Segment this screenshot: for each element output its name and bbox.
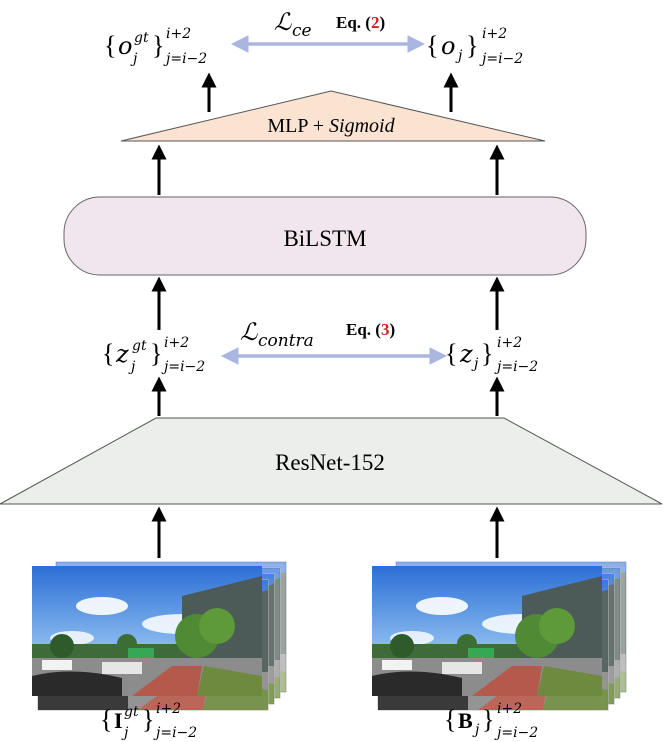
set-lower-limit: j=i−2	[153, 725, 197, 741]
brace-open: {	[426, 31, 438, 60]
set-subscript: j	[455, 48, 463, 64]
brace-open: {	[102, 339, 114, 368]
brace-open: {	[100, 705, 112, 734]
set-upper-limit: i+2	[482, 26, 507, 42]
set-variable: z	[115, 340, 129, 368]
set-lower-limit: j=i−2	[163, 51, 207, 67]
set-superscript: gt	[124, 704, 139, 720]
set-superscript: gt	[134, 30, 149, 46]
bilstm-box	[63, 196, 587, 276]
brace-close: }	[142, 705, 154, 734]
set-upper-limit: i+2	[497, 335, 522, 351]
set-variable: z	[459, 340, 473, 368]
right-image-stack	[372, 561, 627, 711]
right-street-image	[372, 566, 602, 696]
left-street-image	[32, 566, 262, 696]
set-subscript: j	[130, 51, 138, 67]
brace-open: {	[444, 705, 456, 734]
set-lower-limit: j=i−2	[161, 359, 205, 375]
set-upper-limit: i+2	[156, 701, 181, 717]
resnet-trapezoid	[0, 417, 663, 505]
top-left-output-set: { o gt j } i+2 j=i−2	[104, 26, 207, 67]
brace-close: }	[466, 31, 478, 60]
set-subscript: j	[472, 722, 480, 738]
left-input-label: { I gt j } i+2 j=i−2	[100, 701, 197, 741]
loss-subscript: ce	[292, 21, 312, 41]
set-subscript: j	[471, 356, 479, 372]
resnet-label: ResNet-152	[275, 450, 385, 475]
loss-symbol: ℒ	[240, 318, 258, 346]
contra-loss-label: ℒ contra Eq. (3)	[240, 318, 395, 351]
set-subscript: j	[121, 725, 129, 741]
brace-close: }	[150, 339, 162, 368]
loss-symbol: ℒ	[274, 8, 292, 36]
resnet-block: ResNet-152	[0, 417, 663, 505]
brace-close: }	[152, 31, 164, 60]
equation-reference: Eq. (3)	[346, 320, 395, 339]
set-superscript: gt	[132, 338, 147, 354]
set-upper-limit: i+2	[166, 26, 191, 42]
set-upper-limit: i+2	[497, 701, 522, 717]
loss-subscript: contra	[258, 331, 314, 351]
equation-reference: Eq. (2)	[336, 13, 385, 32]
right-input-label: { B j } i+2 j=i−2	[444, 701, 538, 741]
middle-right-feature-set: { z j } i+2 j=i−2	[445, 335, 538, 375]
set-variable: B	[458, 708, 473, 733]
ce-loss-label: ℒ ce Eq. (2)	[274, 8, 385, 41]
brace-open: {	[445, 339, 457, 368]
bilstm-block: BiLSTM	[63, 196, 587, 276]
mlp-label: MLP + Sigmoid	[267, 115, 395, 137]
mlp-triangle	[120, 90, 546, 142]
set-upper-limit: i+2	[164, 335, 189, 351]
set-lower-limit: j=i−2	[494, 725, 538, 741]
set-variable: o	[118, 32, 132, 60]
brace-close: }	[481, 339, 493, 368]
middle-left-feature-set: { z gt j } i+2 j=i−2	[102, 335, 205, 375]
top-right-output-set: { o j } i+2 j=i−2	[426, 26, 523, 67]
left-image-stack	[32, 561, 287, 711]
bilstm-label: BiLSTM	[283, 226, 366, 251]
brace-open: {	[104, 31, 116, 60]
set-subscript: j	[128, 359, 136, 375]
set-lower-limit: j=i−2	[494, 359, 538, 375]
mlp-sigmoid-block: MLP + Sigmoid	[120, 90, 546, 142]
set-variable: o	[441, 32, 455, 60]
brace-close: }	[482, 705, 494, 734]
set-lower-limit: j=i−2	[479, 51, 523, 67]
set-variable: I	[114, 708, 123, 733]
